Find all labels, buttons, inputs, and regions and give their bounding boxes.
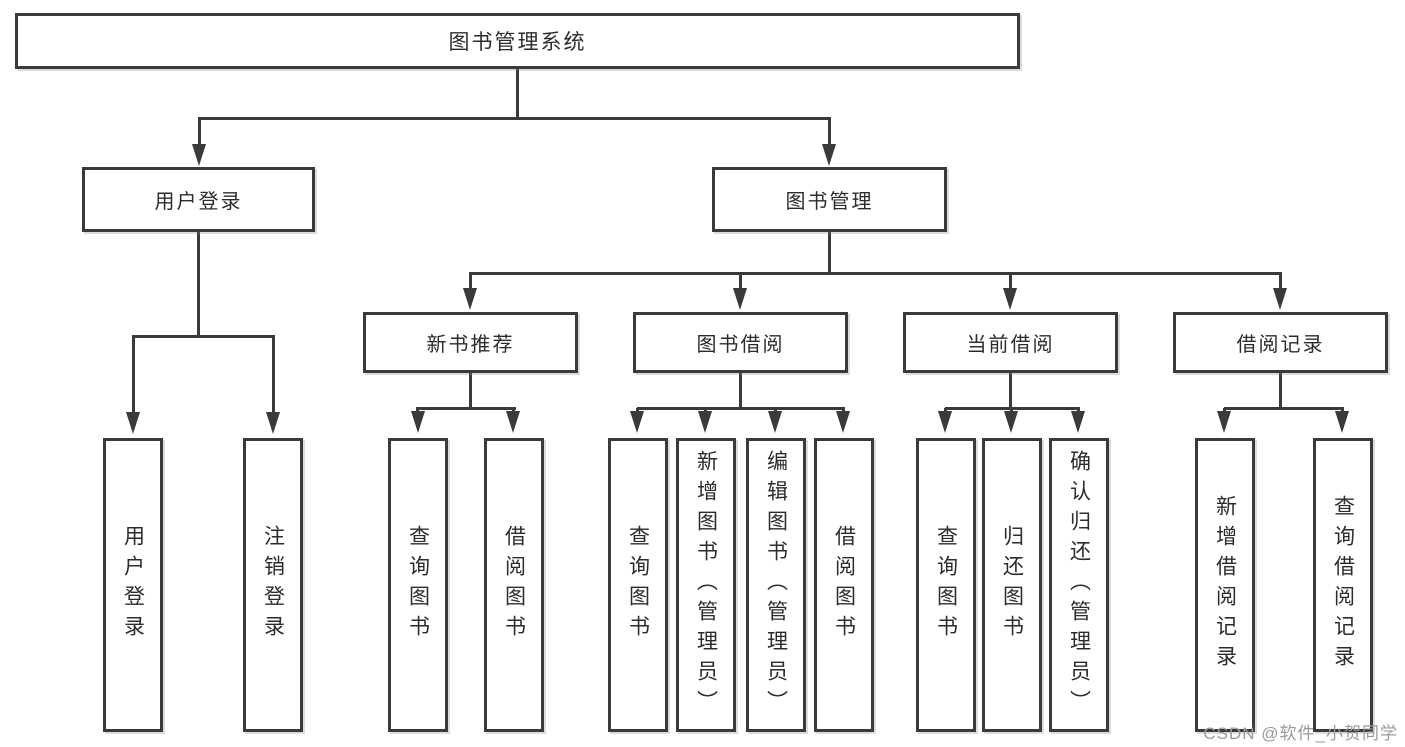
arrow-down-icon [630, 411, 644, 433]
arrow-down-icon [836, 411, 850, 433]
connector-userlogin-drop-left [132, 337, 135, 414]
connector-borrowing-drop-1 [636, 408, 639, 413]
node-bb-add-books-admin: 新增图书（管理员） [676, 438, 736, 732]
node-bb-borrow-books-label: 借阅图书 [832, 525, 856, 645]
node-br-add-record: 新增借阅记录 [1195, 438, 1255, 732]
node-cb-return-books-label: 归还图书 [1000, 525, 1024, 645]
arrow-down-icon [1335, 411, 1349, 433]
connector-bookmgmt-stem [828, 232, 831, 272]
node-ul-logout-label: 注销登录 [261, 525, 285, 645]
arrow-down-icon [266, 412, 280, 434]
node-current-borrowing: 当前借阅 [903, 312, 1118, 373]
node-ul-user-login-label: 用户登录 [121, 525, 145, 645]
arrow-down-icon [1217, 411, 1231, 433]
connector-current-drop-2 [1010, 408, 1013, 413]
node-ul-user-login: 用户登录 [103, 438, 163, 732]
node-new-book-rec: 新书推荐 [363, 312, 578, 373]
connector-root-drop-right [828, 119, 831, 146]
node-book-mgmt: 图书管理 [712, 167, 947, 232]
arrow-down-icon [506, 411, 520, 433]
node-user-login: 用户登录 [82, 167, 315, 232]
node-ul-logout: 注销登录 [243, 438, 303, 732]
node-bb-edit-books-admin: 编辑图书（管理员） [746, 438, 806, 732]
connector-borrowing-drop-2 [704, 408, 707, 413]
arrow-down-icon [698, 411, 712, 433]
connector-current-stem [1009, 373, 1012, 407]
node-br-query-record: 查询借阅记录 [1313, 438, 1373, 732]
node-book-borrowing-label: 图书借阅 [696, 334, 785, 356]
arrow-down-icon [1003, 288, 1017, 310]
node-nbr-borrow-books: 借阅图书 [484, 438, 544, 732]
connector-records-drop-1 [1223, 408, 1226, 413]
connector-root-hbar [198, 117, 831, 120]
connector-borrowing-drop-3 [774, 408, 777, 413]
connector-records-hbar [1224, 407, 1344, 410]
connector-bookmgmt-drop-3 [1009, 274, 1012, 290]
arrow-down-icon [192, 144, 206, 166]
connector-borrowing-stem [739, 373, 742, 407]
node-cb-query-books: 查询图书 [916, 438, 976, 732]
connector-userlogin-drop-right [272, 337, 275, 414]
node-nbr-borrow-books-label: 借阅图书 [502, 525, 526, 645]
connector-newbook-drop-2 [512, 408, 515, 413]
connector-userlogin-stem [197, 232, 200, 335]
node-bb-edit-books-admin-label: 编辑图书（管理员） [764, 450, 788, 720]
connector-borrowing-drop-4 [842, 408, 845, 413]
connector-userlogin-hbar [132, 335, 275, 338]
connector-records-drop-2 [1341, 408, 1344, 413]
connector-bookmgmt-hbar [469, 272, 1282, 275]
node-cb-confirm-return-admin-label: 确认归还（管理员） [1067, 450, 1091, 720]
node-borrowing-records-label: 借阅记录 [1236, 334, 1325, 356]
node-bb-add-books-admin-label: 新增图书（管理员） [694, 450, 718, 720]
node-nbr-query-books-label: 查询图书 [406, 525, 430, 645]
node-nbr-query-books: 查询图书 [388, 438, 448, 732]
node-cb-return-books: 归还图书 [982, 438, 1042, 732]
node-bb-query-books: 查询图书 [608, 438, 668, 732]
node-br-query-record-label: 查询借阅记录 [1331, 495, 1355, 675]
connector-current-drop-1 [944, 408, 947, 413]
node-new-book-rec-label: 新书推荐 [426, 334, 515, 356]
arrow-down-icon [1071, 411, 1085, 433]
arrow-down-icon [768, 411, 782, 433]
node-borrowing-records: 借阅记录 [1173, 312, 1388, 373]
csdn-watermark: CSDN @软件_小贺同学 [1203, 724, 1398, 743]
arrow-down-icon [733, 288, 747, 310]
arrow-down-icon [463, 288, 477, 310]
arrow-down-icon [411, 411, 425, 433]
node-bb-borrow-books: 借阅图书 [814, 438, 874, 732]
node-bb-query-books-label: 查询图书 [626, 525, 650, 645]
connector-bookmgmt-drop-2 [739, 274, 742, 290]
arrow-down-icon [126, 412, 140, 434]
connector-newbook-drop-1 [416, 408, 419, 413]
connector-records-stem [1279, 373, 1282, 407]
node-current-borrowing-label: 当前借阅 [966, 334, 1055, 356]
connector-current-drop-3 [1077, 408, 1080, 413]
node-cb-confirm-return-admin: 确认归还（管理员） [1049, 438, 1109, 732]
connector-root-stem [516, 69, 519, 117]
arrow-down-icon [1004, 411, 1018, 433]
arrow-down-icon [1273, 288, 1287, 310]
connector-borrowing-hbar [637, 407, 845, 410]
arrow-down-icon [822, 144, 836, 166]
connector-root-drop-left [198, 119, 201, 146]
node-root: 图书管理系统 [15, 13, 1020, 69]
connector-bookmgmt-drop-4 [1279, 274, 1282, 290]
node-book-mgmt-label: 图书管理 [785, 191, 874, 213]
node-book-borrowing: 图书借阅 [633, 312, 848, 373]
node-root-label: 图书管理系统 [448, 31, 587, 54]
node-cb-query-books-label: 查询图书 [934, 525, 958, 645]
connector-newbook-hbar [416, 407, 516, 410]
connector-newbook-stem [469, 373, 472, 407]
node-user-login-label: 用户登录 [154, 191, 243, 213]
node-br-add-record-label: 新增借阅记录 [1213, 495, 1237, 675]
connector-bookmgmt-drop-1 [469, 274, 472, 290]
arrow-down-icon [938, 411, 952, 433]
